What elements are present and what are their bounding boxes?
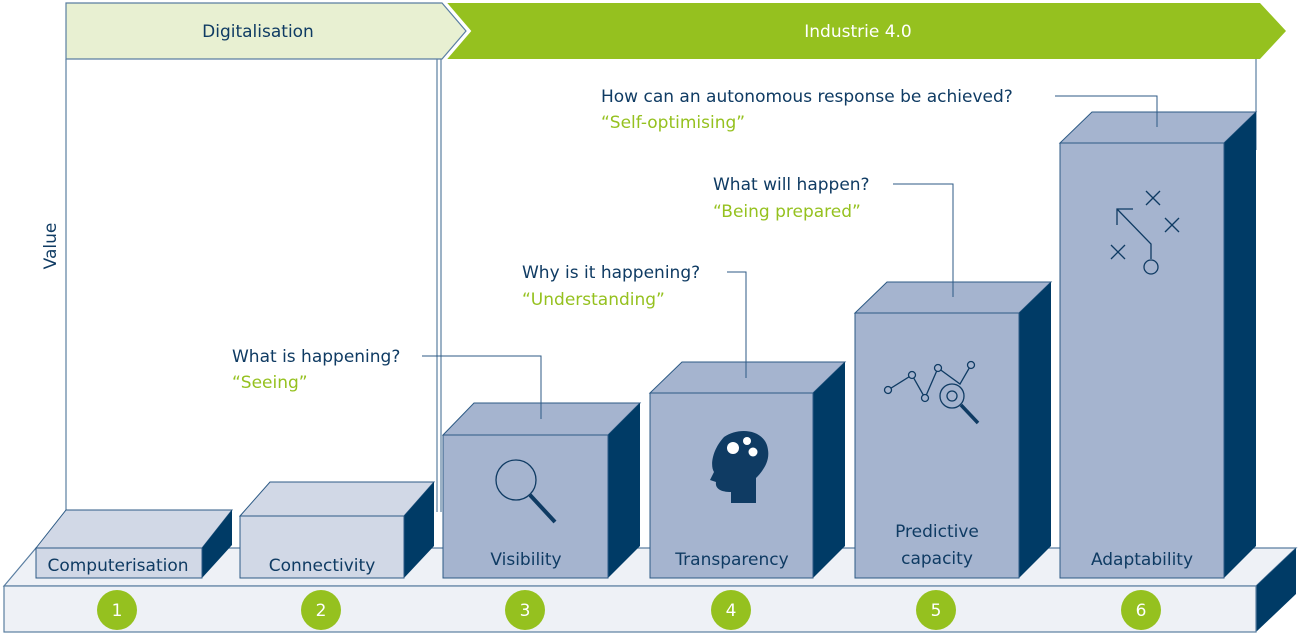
block-front (239, 515, 405, 579)
value-axis-label: Value (41, 223, 61, 270)
analytics-icon (883, 360, 980, 425)
stage-label: Connectivity (269, 556, 376, 576)
stage-number: 5 (931, 601, 942, 621)
block-top (34, 509, 234, 549)
stage-number: 6 (1136, 601, 1147, 621)
stage-number: 3 (520, 601, 531, 621)
callout-answer: “Self-optimising” (601, 113, 745, 133)
frame (65, 59, 1257, 512)
industrie-banner (446, 3, 1286, 59)
stage-numbers: 1 2 3 4 5 6 (97, 590, 1161, 630)
callout-leader (893, 183, 954, 297)
banner-separator (445, 2, 472, 60)
stage-number: 2 (316, 601, 327, 621)
stage-number: 1 (112, 601, 123, 621)
callout-stage-4: Why is it happening? “Understanding” (522, 263, 747, 378)
callout-answer: “Seeing” (232, 373, 308, 393)
digitalisation-label: Digitalisation (202, 22, 314, 42)
stage-label: Visibility (490, 550, 561, 570)
block-adaptability: Adaptability (1058, 111, 1258, 579)
block-front (35, 547, 203, 579)
block-side (1019, 282, 1051, 578)
callout-question: What will happen? (713, 175, 870, 195)
callout-answer: “Understanding” (522, 290, 665, 310)
block-side (202, 510, 232, 578)
digitalisation-banner (65, 2, 467, 60)
block-predictive-capacity: Predictive capacity (853, 281, 1053, 579)
stage-number: 4 (726, 601, 737, 621)
block-side (404, 482, 434, 578)
stage-label-line1: Predictive (895, 522, 979, 542)
stage-label: Adaptability (1091, 550, 1193, 570)
block-top (238, 481, 436, 517)
block-top (648, 361, 847, 394)
block-side (608, 403, 640, 578)
callout-stage-3: What is happening? “Seeing” (232, 347, 542, 419)
magnifier-icon (495, 459, 557, 524)
stage-label: Computerisation (47, 556, 188, 576)
industrie-label: Industrie 4.0 (804, 22, 912, 42)
callout-question: What is happening? (232, 347, 400, 367)
callout-question: Why is it happening? (522, 263, 700, 283)
base-side (1256, 548, 1296, 632)
block-visibility: Visibility (441, 402, 642, 579)
block-side (813, 362, 845, 578)
stage-number-badge (97, 590, 137, 630)
stage-number-badge (1121, 590, 1161, 630)
strategy-icon (1110, 190, 1180, 275)
callout-stage-6: How can an autonomous response be achiev… (601, 87, 1158, 133)
callout-leader (1055, 95, 1158, 127)
block-front (1059, 142, 1225, 579)
block-side (1224, 112, 1256, 578)
stage-label: Transparency (674, 550, 788, 570)
base-front (3, 585, 1257, 633)
stage-number-badge (916, 590, 956, 630)
block-computerisation: Computerisation (34, 509, 234, 579)
block-front (854, 312, 1020, 579)
stage-number-badge (711, 590, 751, 630)
stage-label-line2: capacity (901, 549, 973, 569)
callout-question: How can an autonomous response be achiev… (601, 87, 1013, 107)
callout-stage-5: What will happen? “Being prepared” (713, 175, 954, 297)
callout-leader (422, 355, 542, 419)
callout-answer: “Being prepared” (713, 202, 861, 222)
block-transparency: Transparency (648, 361, 847, 579)
brain-gears-icon (710, 430, 769, 503)
stage-number-badge (301, 590, 341, 630)
block-front (442, 434, 609, 579)
stage-number-badge (505, 590, 545, 630)
block-top (1058, 111, 1258, 144)
block-connectivity: Connectivity (238, 481, 436, 579)
callout-leader (727, 271, 747, 378)
phase-header: Digitalisation Industrie 4.0 (65, 2, 1286, 60)
